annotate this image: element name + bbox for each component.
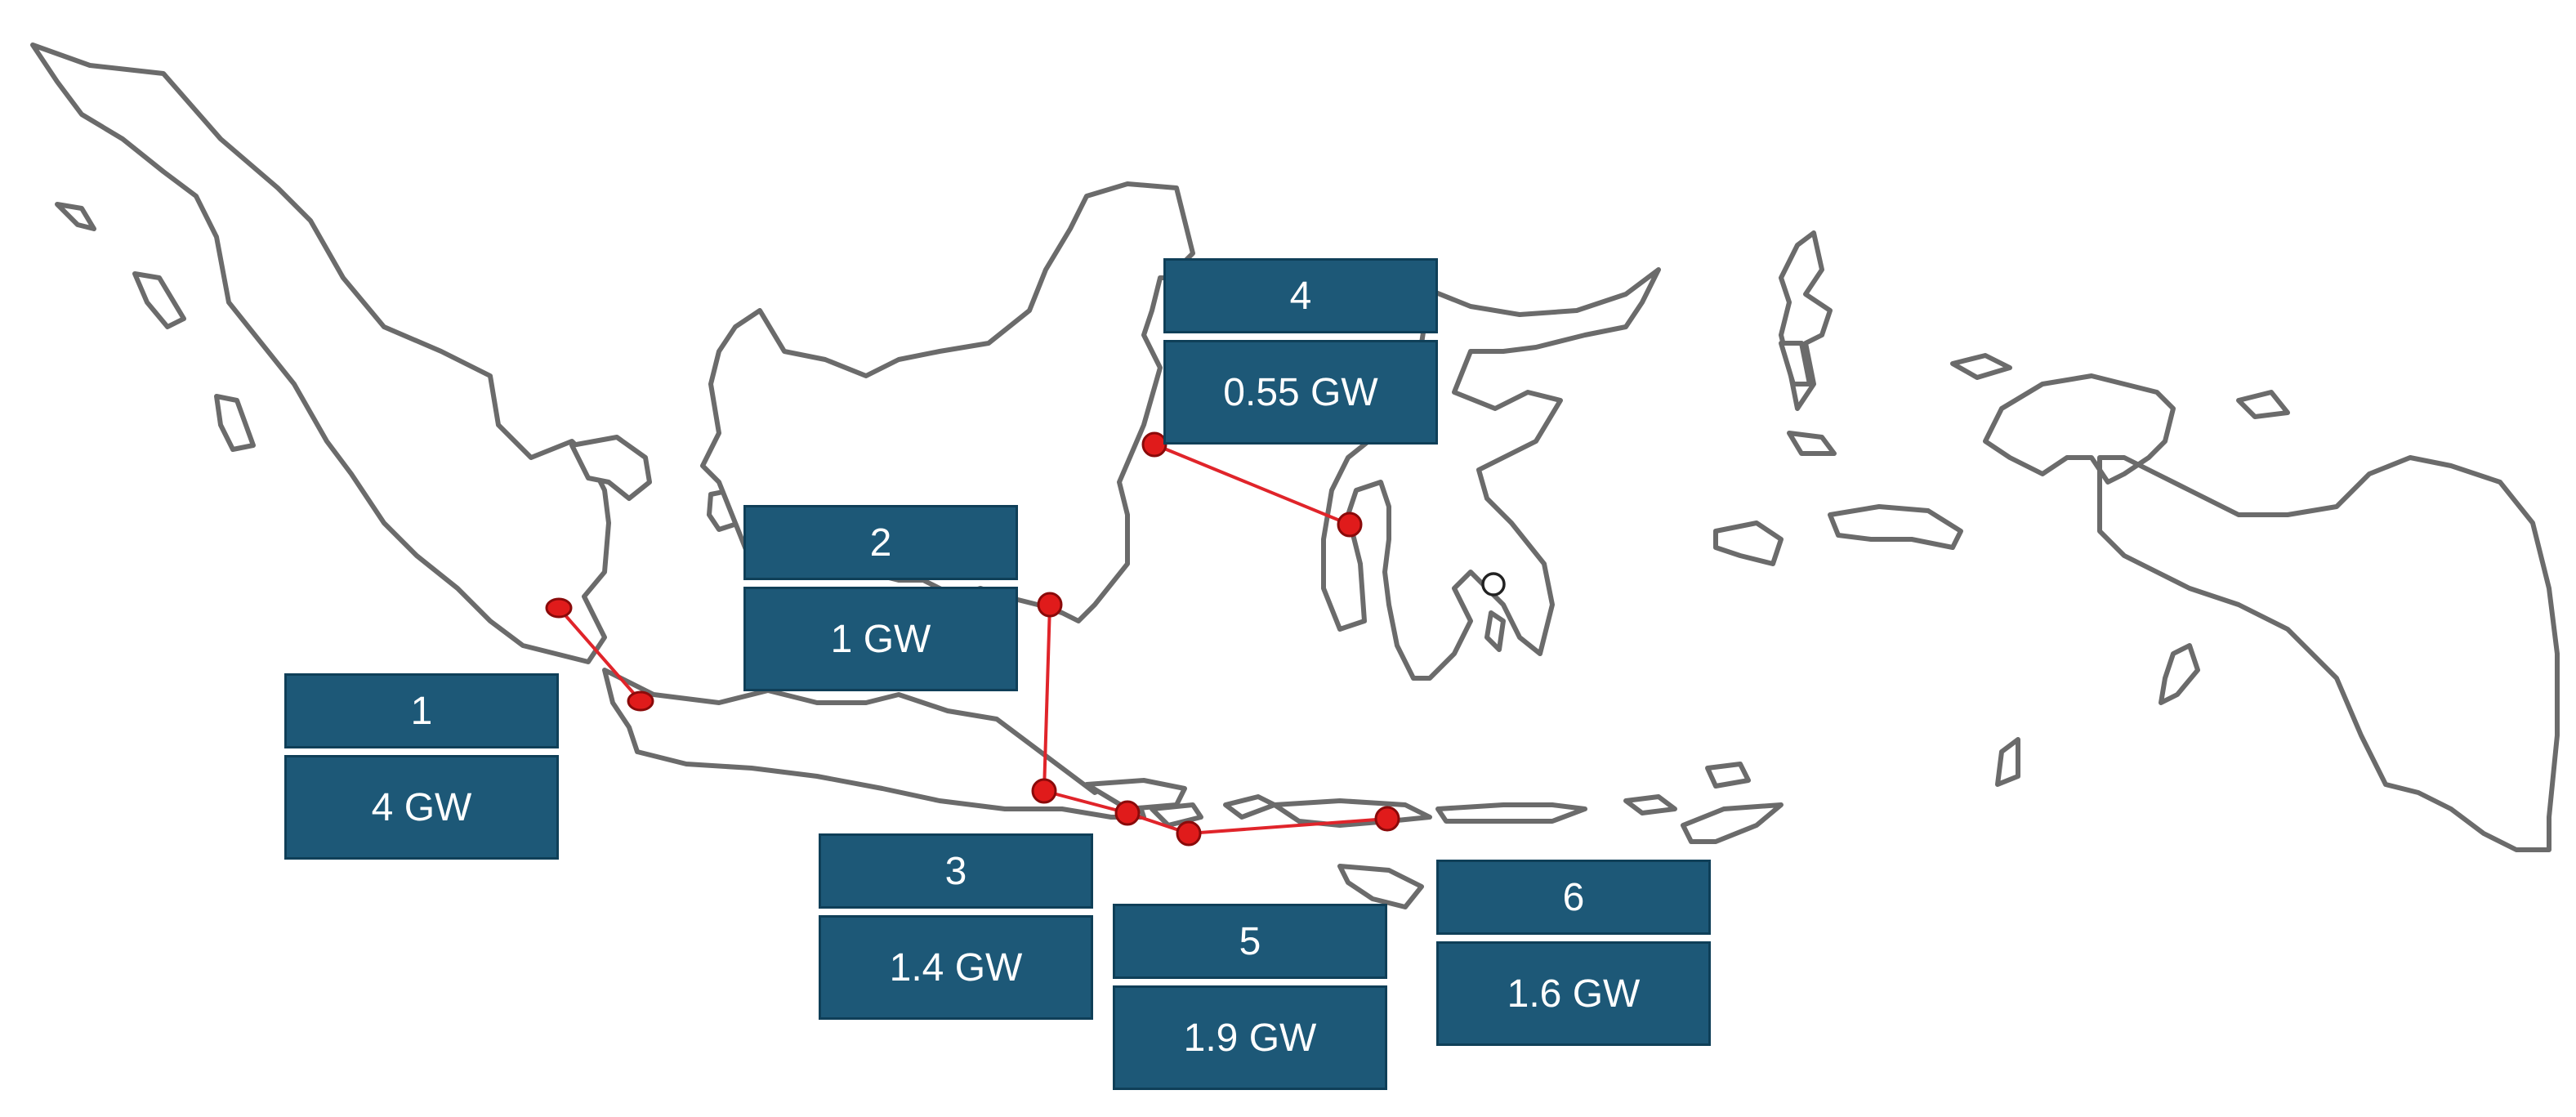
island-alor [1623,794,1677,815]
island-new-guinea [1983,373,2560,852]
site-2-id-box: 2 [743,505,1018,580]
node-sulawesi-open [1481,572,1506,596]
island-timor [1681,802,1784,844]
node-lombok [1374,806,1400,832]
site-5-capacity: 1.9 GW [1183,1016,1317,1060]
connection-1 [557,606,642,703]
site-3-capacity: 1.4 GW [889,945,1023,990]
island-bali [1150,802,1203,828]
site-2-capacity-box: 1 GW [743,587,1018,691]
island-nias [132,271,186,329]
node-borneo-south [1037,592,1063,618]
island-buru [1828,504,1963,550]
site-6-capacity: 1.6 GW [1507,972,1641,1016]
island-sumatra [30,42,611,664]
island-buton [1484,610,1506,652]
island-bangka [569,435,652,501]
site-6-id-box: 6 [1436,860,1711,935]
site-4-id: 4 [1289,274,1312,318]
node-java-east [1114,800,1141,826]
site-4-capacity-box: 0.55 GW [1163,340,1438,445]
site-4-capacity: 0.55 GW [1223,370,1378,414]
island-flores [1435,802,1587,824]
node-sumatra-south [545,597,573,619]
site-3-id: 3 [944,849,967,893]
site-3-id-box: 3 [819,833,1093,909]
connection-4 [1154,443,1351,526]
island-misool [2236,390,2290,419]
node-java-central [1031,778,1057,804]
connection-3-5-6 [1043,789,1388,836]
node-sulawesi-west [1337,512,1363,538]
site-1-capacity: 4 GW [371,785,472,829]
island-seram [1950,353,2012,380]
node-bali [1176,820,1202,847]
island-wetar [1705,762,1751,789]
node-borneo-east [1141,431,1167,458]
island-siberut [214,394,256,452]
site-6-capacity-box: 1.6 GW [1436,941,1711,1046]
site-2-capacity: 1 GW [830,617,931,661]
site-6-id: 6 [1562,875,1585,919]
island-yapen [2159,643,2200,705]
site-2-id: 2 [869,521,892,565]
connection-2 [1042,604,1051,792]
island-sumba [1337,864,1424,909]
site-5-id-box: 5 [1113,904,1387,979]
site-3-capacity-box: 1.4 GW [819,915,1093,1020]
node-java-west [627,690,654,712]
site-1-id: 1 [410,689,433,733]
island-biak [1995,737,2020,787]
site-5-capacity-box: 1.9 GW [1113,985,1387,1090]
site-1-id-box: 1 [284,673,559,748]
island-sula [1713,521,1784,566]
island-obi [1787,431,1837,456]
site-1-capacity-box: 4 GW [284,755,559,860]
site-5-id: 5 [1239,919,1261,963]
island-simeulue [55,202,96,231]
island-lombok [1223,794,1277,820]
island-sulawesi [1321,267,1661,681]
island-morotai [1779,341,1812,386]
site-4-id-box: 4 [1163,258,1438,333]
